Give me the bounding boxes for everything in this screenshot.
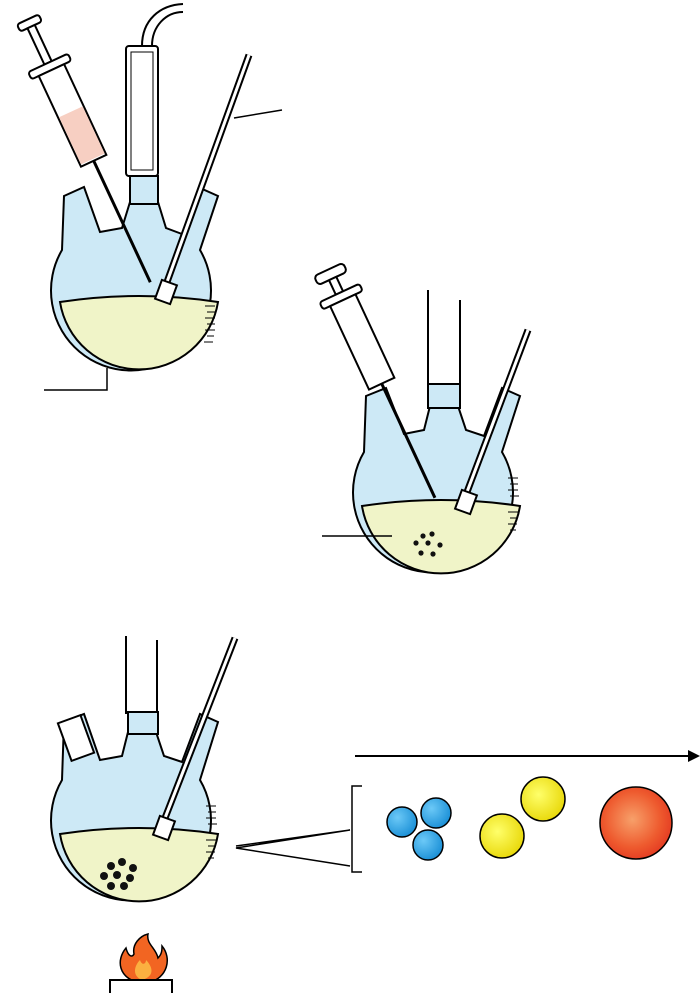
stage-2-setup bbox=[314, 262, 532, 575]
bracket bbox=[351, 785, 362, 873]
syringe-with-liquid bbox=[16, 14, 152, 283]
empty-syringe bbox=[314, 262, 437, 499]
solution bbox=[58, 827, 220, 903]
stage-1-setup bbox=[16, 3, 283, 391]
zoom-wedge bbox=[235, 829, 351, 867]
nuclei-dots bbox=[100, 858, 137, 890]
callout-line bbox=[233, 109, 283, 119]
solution bbox=[58, 295, 220, 371]
graduation-marks bbox=[204, 305, 215, 343]
callout-line bbox=[44, 368, 108, 391]
graduation-marks bbox=[508, 477, 519, 531]
stopper bbox=[56, 713, 96, 763]
condenser-tube bbox=[141, 3, 184, 47]
stage-3-setup bbox=[50, 636, 351, 993]
arrow-head-icon bbox=[688, 750, 700, 762]
thermocouple bbox=[453, 328, 532, 516]
medium-nanoparticle-pair bbox=[479, 776, 566, 859]
small-nanoparticle-cluster bbox=[386, 797, 452, 861]
graduation-marks bbox=[206, 805, 217, 859]
nuclei-dots bbox=[413, 531, 443, 557]
flame-icon bbox=[119, 932, 168, 984]
hot-plate-icon bbox=[109, 979, 173, 993]
solution bbox=[360, 499, 522, 575]
thermocouple bbox=[153, 53, 253, 306]
thermocouple bbox=[151, 636, 239, 842]
growth-panel bbox=[351, 750, 700, 873]
large-nanoparticle bbox=[599, 786, 673, 860]
